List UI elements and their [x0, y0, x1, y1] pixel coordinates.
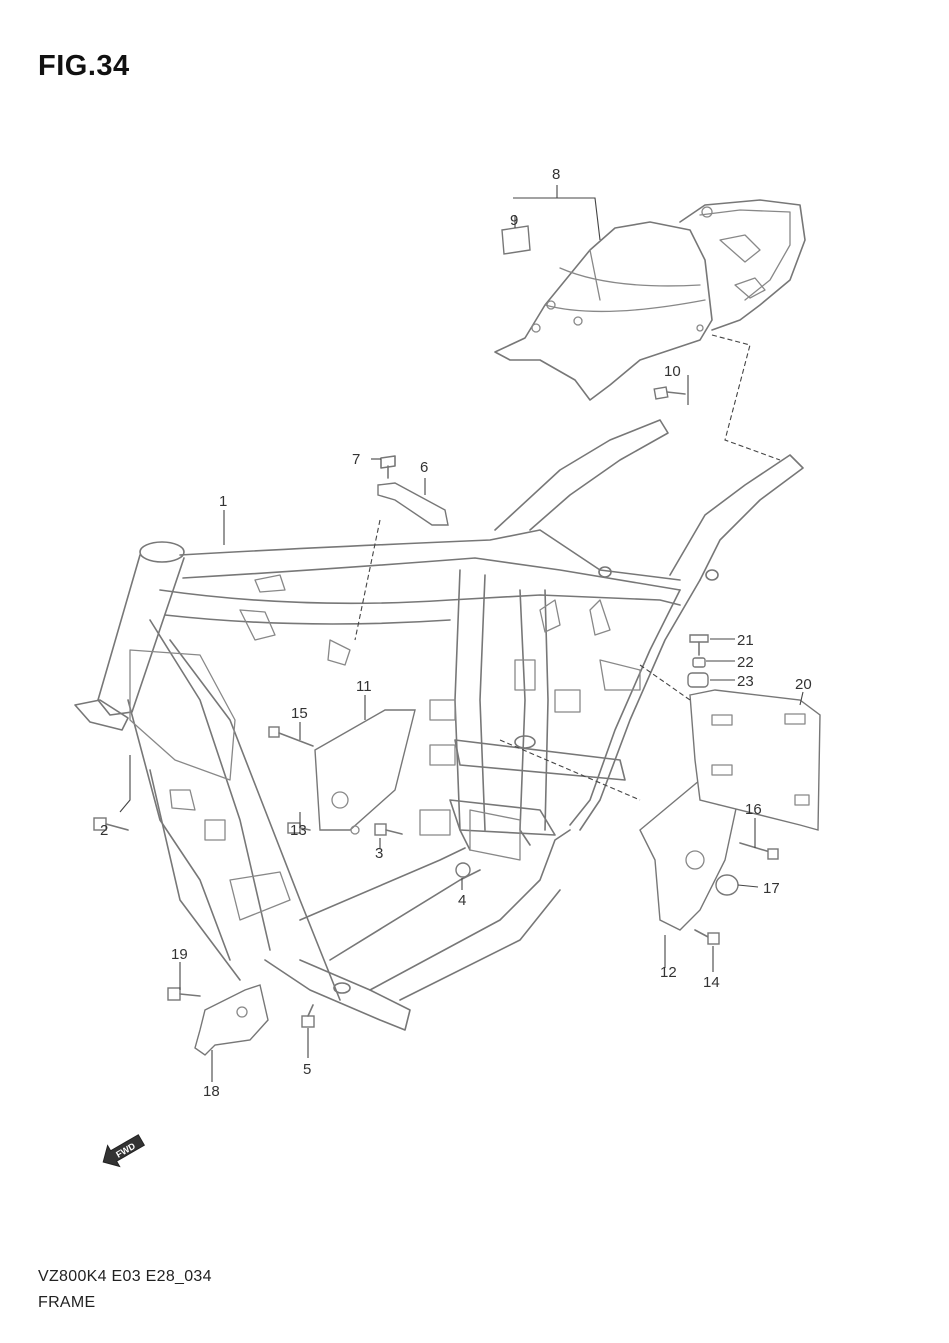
callout-14: 14	[703, 974, 720, 991]
model-code: VZ800K4 E03 E28_034	[38, 1268, 212, 1285]
callout-6: 6	[420, 459, 428, 476]
callout-7: 7	[352, 451, 360, 468]
rear-fender-assembly	[494, 199, 806, 401]
callout-21: 21	[737, 632, 754, 649]
cover-11	[314, 709, 416, 831]
callout-4: 4	[458, 892, 466, 909]
bolt-3	[374, 823, 403, 836]
bolt-16	[739, 842, 779, 860]
callout-22: 22	[737, 654, 754, 671]
callout-11: 11	[356, 678, 372, 695]
callout-2: 2	[100, 822, 108, 839]
bolt-5	[301, 1004, 315, 1028]
main-frame	[74, 419, 804, 1031]
callout-labels: 1 2 3 4 5 6 7 8 9 10 11 12 13 14 15 16 1…	[100, 166, 812, 1100]
section-name: FRAME	[38, 1294, 96, 1311]
callout-15: 15	[291, 705, 308, 722]
callout-1: 1	[219, 493, 227, 510]
bracket-18	[194, 984, 269, 1056]
cap-17	[715, 874, 739, 896]
callout-18: 18	[203, 1083, 220, 1100]
fwd-arrow-badge: FWD	[102, 1134, 146, 1168]
collar-22	[692, 657, 706, 668]
label-plate-9	[501, 225, 531, 255]
bracket-6	[377, 482, 449, 526]
callout-3: 3	[375, 845, 383, 862]
callout-17: 17	[763, 880, 780, 897]
callout-10: 10	[664, 363, 681, 380]
callout-9: 9	[510, 212, 518, 229]
callout-12: 12	[660, 964, 677, 981]
callout-19: 19	[171, 946, 188, 963]
figure-title: FIG.34	[38, 50, 130, 82]
grommet-23	[687, 672, 709, 688]
bolt-15	[268, 726, 314, 747]
callout-16: 16	[745, 801, 762, 818]
bolt-7	[380, 455, 396, 479]
bolt-2	[93, 817, 129, 831]
bolt-14	[694, 929, 720, 945]
nut-4	[455, 862, 471, 878]
bolt-19	[167, 987, 201, 1001]
callout-20: 20	[795, 676, 812, 693]
callout-23: 23	[737, 673, 754, 690]
bolt-21	[689, 634, 709, 656]
callout-13: 13	[290, 822, 307, 839]
bolt-10	[653, 386, 686, 400]
callout-8: 8	[552, 166, 560, 183]
leader-lines	[119, 185, 804, 1082]
callout-5: 5	[303, 1061, 311, 1078]
